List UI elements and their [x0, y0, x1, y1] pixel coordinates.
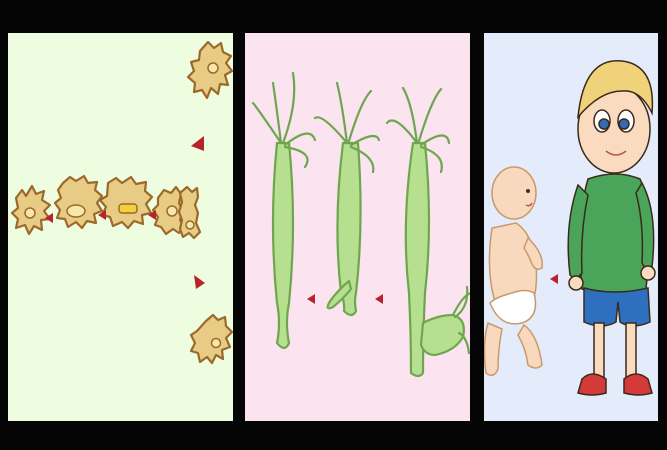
hydra-budding-illustration: [245, 33, 470, 421]
nucleus: [167, 206, 177, 216]
dividing-nucleus: [119, 204, 137, 213]
hydra-budding-panel: [245, 33, 470, 421]
nucleus: [186, 221, 194, 229]
nucleus: [67, 205, 85, 217]
human-growth-panel: [484, 33, 658, 421]
nucleus: [25, 208, 35, 218]
nucleus: [212, 339, 221, 348]
human-growth-illustration: [484, 33, 658, 421]
nucleus: [208, 63, 218, 73]
amoeba-stage-4b: [179, 187, 200, 238]
amoeba-fission-panel: [8, 33, 233, 421]
amoeba-fission-illustration: [8, 33, 233, 421]
